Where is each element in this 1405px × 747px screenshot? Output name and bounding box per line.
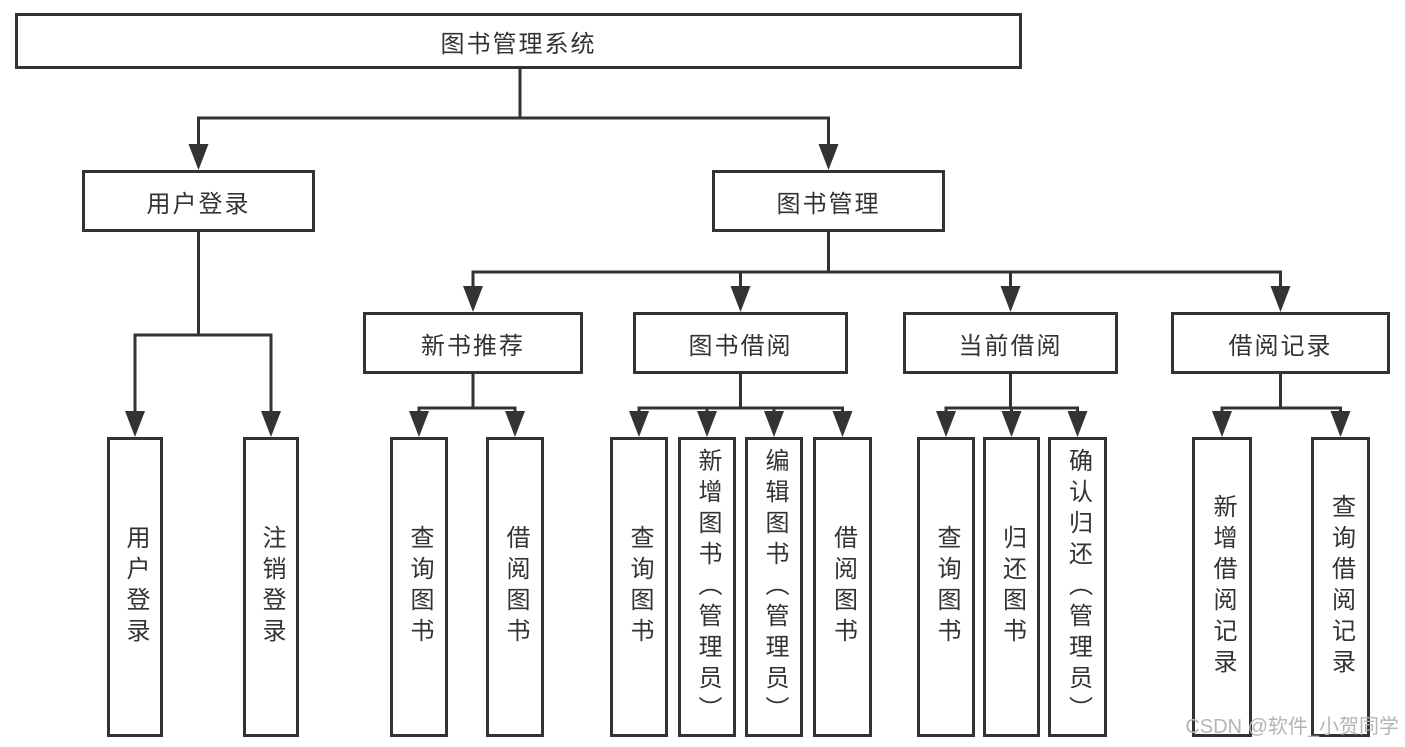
leaf-query-borrow-record: 查询借阅记录 [1311, 437, 1370, 737]
arrow-down-icon [764, 411, 784, 437]
node-label: 当前借阅 [958, 332, 1063, 360]
leaf-add-borrow-record: 新增借阅记录 [1192, 437, 1252, 737]
arrow-down-icon [463, 286, 483, 312]
node-root: 图书管理系统 [15, 13, 1022, 69]
node-label: 新增图书（管理员） [694, 447, 721, 727]
node-user-login: 用户登录 [82, 170, 315, 232]
node-label: 编辑图书（管理员） [761, 447, 788, 727]
leaf-add-books-admin: 新增图书（管理员） [678, 437, 736, 737]
arrow-down-icon [818, 144, 839, 170]
node-book-management: 图书管理 [712, 170, 945, 232]
arrow-down-icon [409, 411, 429, 437]
node-new-book-recommend: 新书推荐 [363, 312, 583, 374]
node-label: 查询图书 [626, 525, 653, 649]
node-label: 用户登录 [122, 525, 149, 649]
arrow-down-icon [1067, 411, 1088, 437]
arrow-down-icon [1330, 411, 1351, 437]
leaf-query-books: 查询图书 [390, 437, 448, 737]
arrow-down-icon [936, 411, 956, 437]
node-borrow-records: 借阅记录 [1171, 312, 1390, 374]
leaf-user-login: 用户登录 [107, 437, 163, 737]
leaf-logout: 注销登录 [243, 437, 299, 737]
node-label: 借阅记录 [1228, 332, 1333, 360]
node-label: 图书借阅 [688, 332, 793, 360]
arrow-down-icon [261, 411, 281, 437]
arrow-down-icon [629, 411, 649, 437]
node-label: 查询图书 [406, 525, 433, 649]
arrow-down-icon [125, 411, 145, 437]
leaf-borrow-books: 借阅图书 [813, 437, 872, 737]
node-label: 确认归还（管理员） [1064, 447, 1092, 727]
node-label: 注销登录 [258, 525, 285, 649]
arrow-down-icon [1212, 411, 1232, 437]
node-label: 借阅图书 [502, 525, 529, 649]
arrow-down-icon [832, 411, 853, 437]
leaf-edit-books-admin: 编辑图书（管理员） [745, 437, 803, 737]
arrow-down-icon [188, 144, 209, 170]
node-label: 新增借阅记录 [1209, 494, 1236, 680]
leaf-query-books: 查询图书 [610, 437, 668, 737]
leaf-confirm-return-admin: 确认归还（管理员） [1048, 437, 1107, 737]
leaf-query-books: 查询图书 [917, 437, 975, 737]
node-label: 查询图书 [933, 525, 960, 649]
arrow-down-icon [1001, 411, 1022, 437]
arrow-down-icon [1000, 286, 1021, 312]
node-label: 借阅图书 [829, 525, 857, 649]
node-label: 新书推荐 [421, 332, 525, 360]
arrow-down-icon [1270, 286, 1291, 312]
arrow-down-icon [505, 411, 525, 437]
arrow-down-icon [730, 286, 751, 312]
node-label: 用户登录 [146, 190, 251, 218]
node-book-borrow: 图书借阅 [633, 312, 848, 374]
arrow-down-icon [697, 411, 717, 437]
node-current-borrow: 当前借阅 [903, 312, 1118, 374]
node-label: 查询借阅记录 [1327, 494, 1355, 680]
node-label: 归还图书 [998, 525, 1026, 649]
leaf-borrow-books: 借阅图书 [486, 437, 544, 737]
node-label: 图书管理 [776, 190, 881, 218]
node-label: 图书管理系统 [440, 30, 597, 58]
leaf-return-books: 归还图书 [983, 437, 1040, 737]
watermark: CSDN @软件_小贺同学 [1185, 716, 1399, 738]
